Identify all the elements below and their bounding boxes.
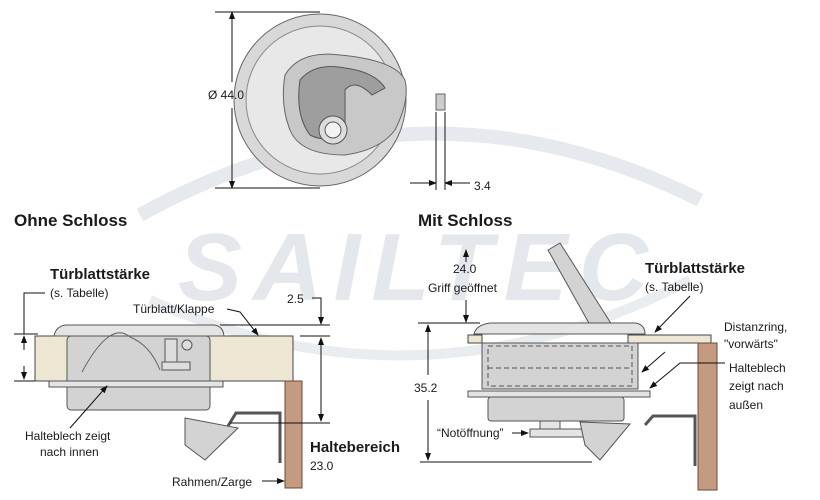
plate-label-line2: nach innen <box>40 445 99 459</box>
emergency-label: “Notöffnung” <box>437 426 504 440</box>
section-without-lock: Ohne Schloss Türblattstärke (s. Tabelle)… <box>14 211 400 489</box>
diameter-label: Ø 44.0 <box>208 88 244 102</box>
latch-pawl <box>184 417 240 461</box>
thickness-subtitle: (s. Tabelle) <box>50 286 108 300</box>
thickness-subtitle-right: (s. Tabelle) <box>645 280 703 294</box>
spacer-ring <box>627 334 712 344</box>
lock-body <box>481 342 639 390</box>
plate-out-line2: zeigt nach <box>729 379 784 393</box>
thickness-title-right: Türblattstärke <box>645 260 745 277</box>
retaining-plate-outer <box>467 390 651 398</box>
frame <box>284 380 303 489</box>
sailtec-watermark: SAILTEC <box>136 126 704 361</box>
knob-dimension: 3.4 <box>474 179 491 193</box>
frame-label: Rahmen/Zarge <box>172 475 252 489</box>
heading-without-lock: Ohne Schloss <box>14 211 127 230</box>
striker-bracket <box>226 411 282 463</box>
plate-out-line3: außen <box>729 398 763 412</box>
heading-with-lock: Mit Schloss <box>418 211 512 230</box>
top-dimension: 2.5 <box>287 292 304 306</box>
handle-dimension: 24.0 <box>453 262 477 276</box>
section-with-lock: Mit Schloss 24.0 Griff geöffnet 35.2 Tür… <box>414 211 787 491</box>
plate-label-line1: Halteblech zeigt <box>25 429 111 443</box>
thickness-title: Türblattstärke <box>50 266 150 283</box>
holding-range-value: 23.0 <box>310 459 334 473</box>
frame-right <box>697 342 718 491</box>
spacer-label-line2: "vorwärts" <box>724 337 778 351</box>
handle-open-label: Griff geöffnet <box>428 281 498 295</box>
door-label: Türblatt/Klappe <box>133 302 215 316</box>
retaining-plate <box>48 380 224 388</box>
holding-range-title: Haltebereich <box>310 439 400 456</box>
plate-out-line1: Halteblech <box>729 361 786 375</box>
top-view: Ø 44.0 3.4 <box>208 11 491 193</box>
spacer-label-line1: Distanzring, <box>724 320 787 334</box>
height-dimension: 35.2 <box>414 381 438 395</box>
